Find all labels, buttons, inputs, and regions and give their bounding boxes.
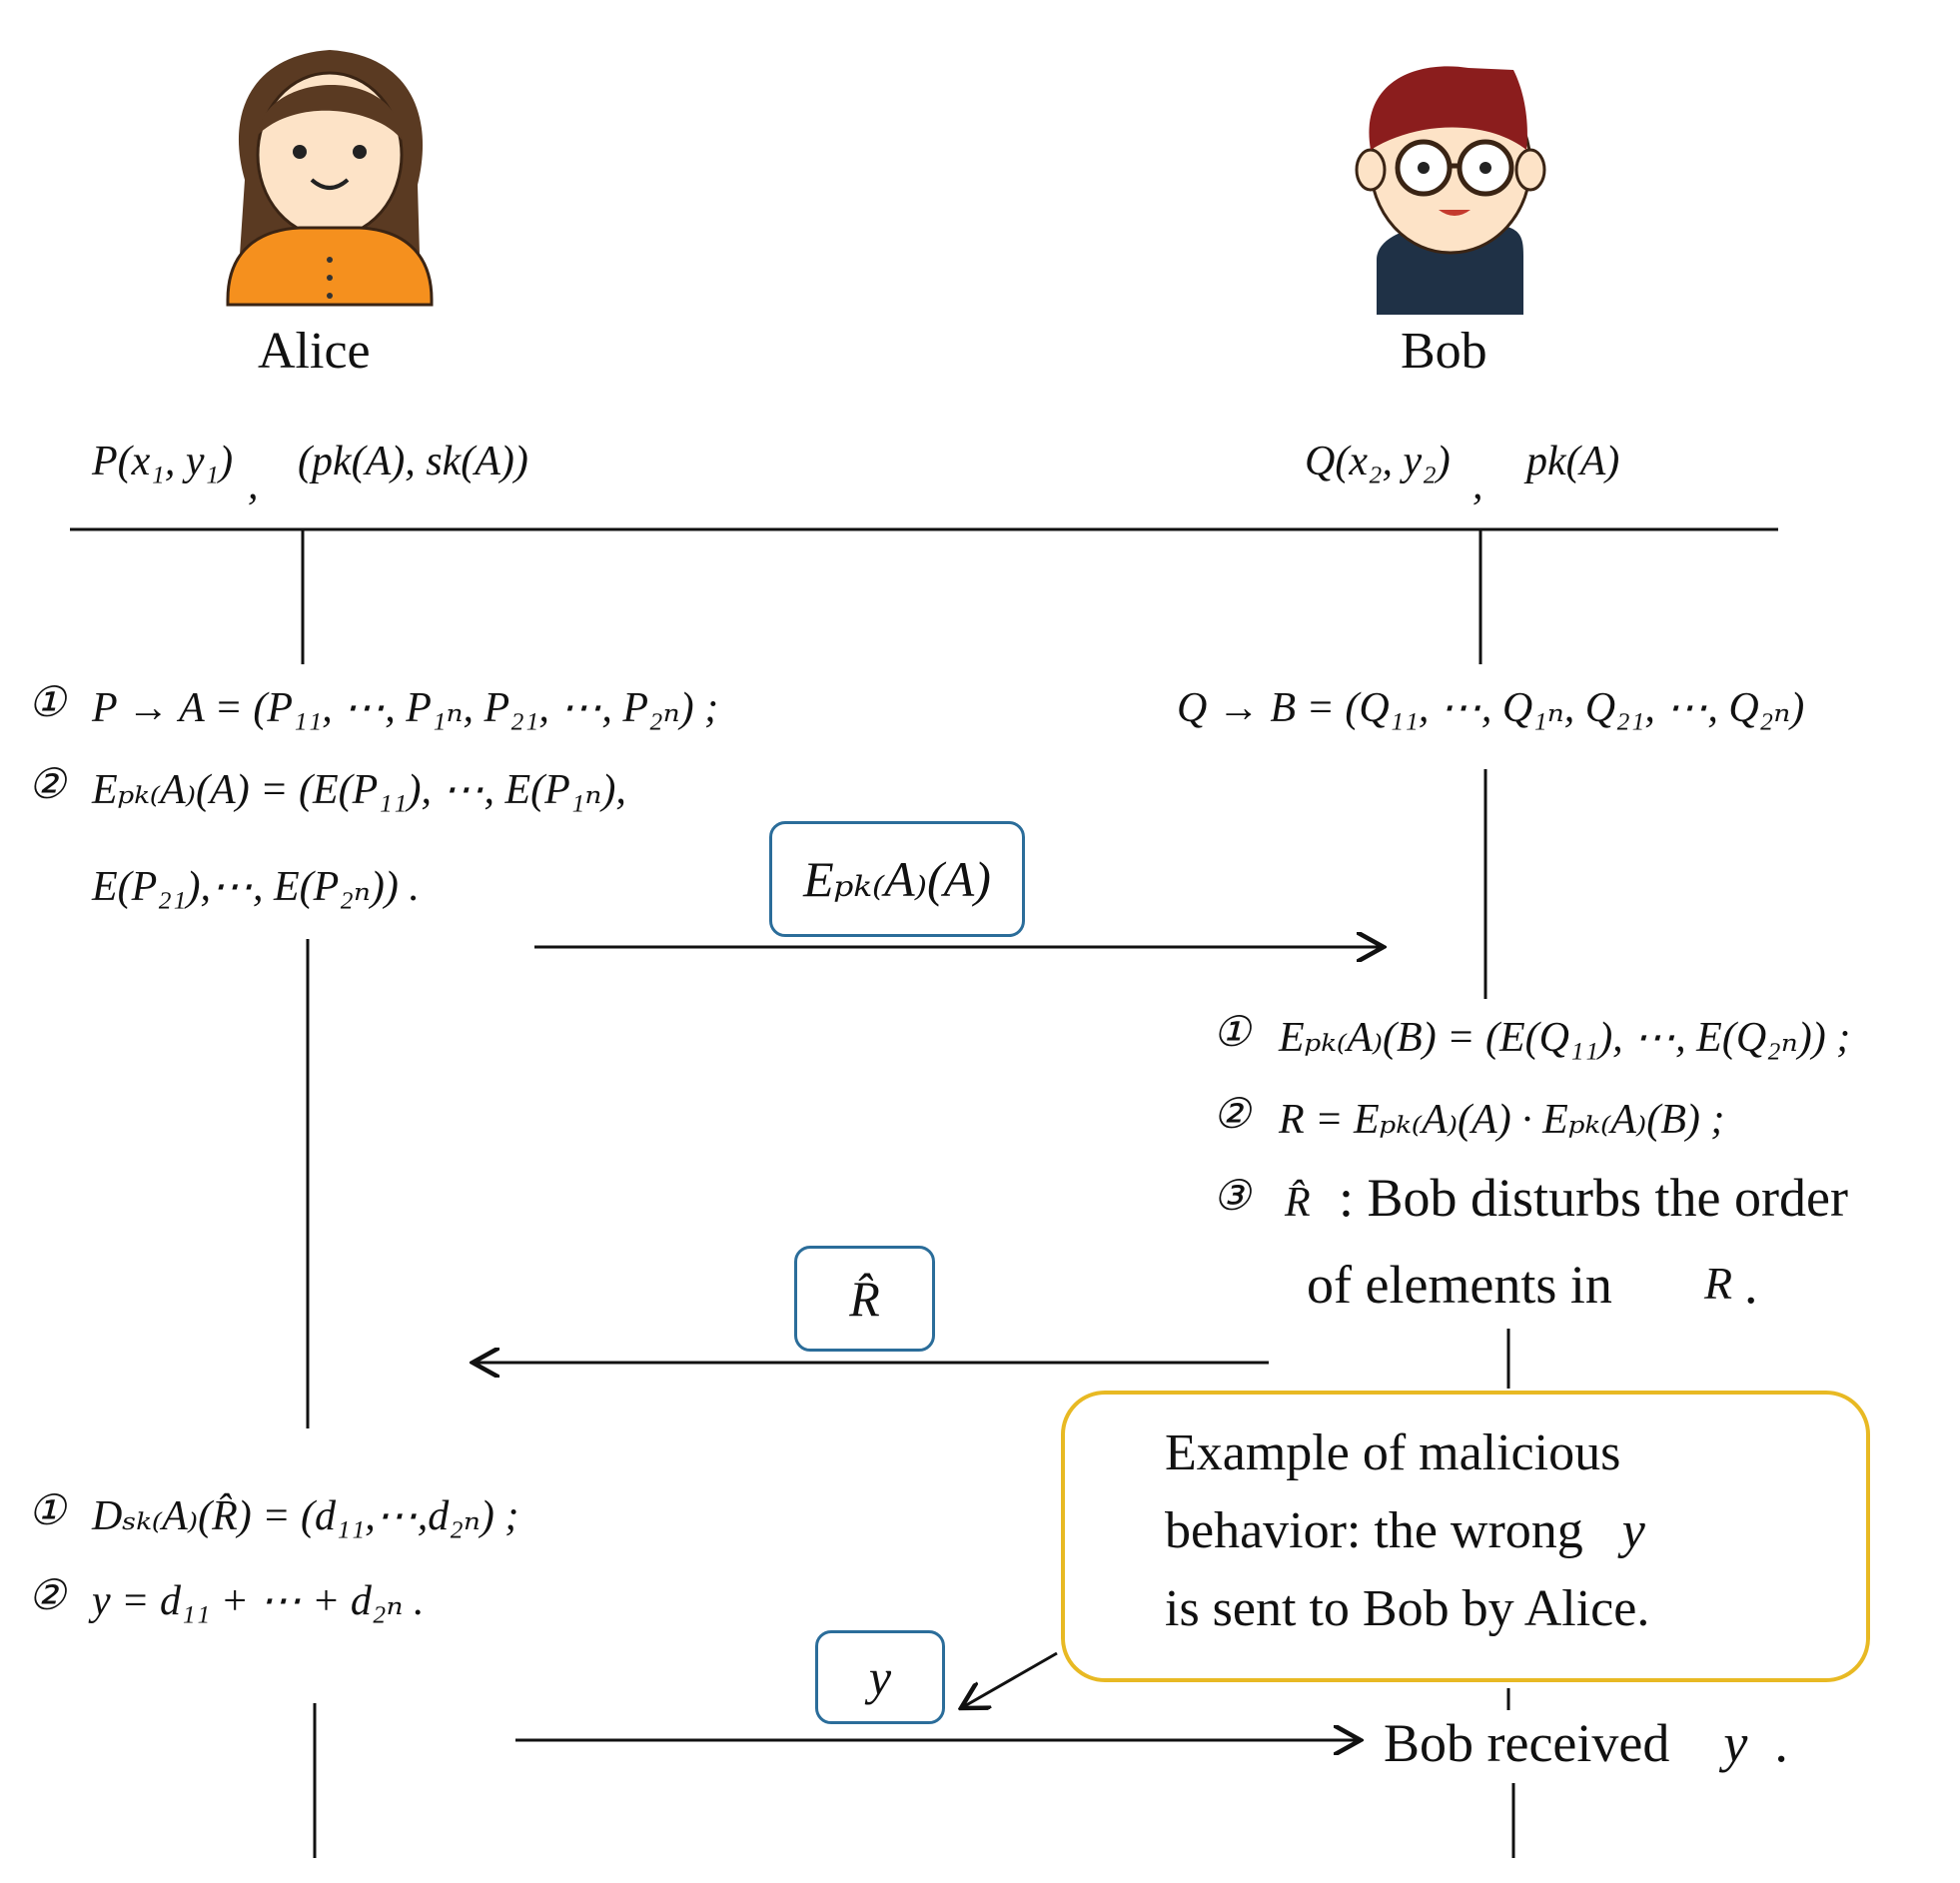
alice-avatar-icon <box>226 50 434 307</box>
bob-step1-number: ① <box>1213 1010 1251 1056</box>
callout-pointer <box>961 1651 1058 1708</box>
bob-received-y: y <box>1723 1713 1748 1773</box>
bob-step3-continued: of elements in <box>1307 1255 1612 1315</box>
message-box-encrypted-a: Eₚₖ₍A₎(A) <box>769 821 1025 937</box>
bob-lifeline <box>1478 529 1515 1858</box>
bob-step2: R = Eₚₖ₍A₎(A) · Eₚₖ₍A₎(B) ; <box>1279 1097 1725 1143</box>
bob-received-text: Bob received y . <box>1384 1713 1788 1773</box>
alice-sum-number: ② <box>28 1573 66 1619</box>
bob-step3-symbol: R̂ <box>1285 1180 1311 1226</box>
alice-step2b: E(P₂₁),⋯, E(P₂ₙ)) . <box>92 864 420 910</box>
alice-keys: (pk(A), sk(A)) <box>298 439 528 484</box>
bob-step3-number: ③ <box>1213 1174 1251 1220</box>
bob-sep: , <box>1472 463 1483 508</box>
alice-step1-number: ① <box>28 680 66 726</box>
alice-name: Alice <box>258 323 371 380</box>
bob-step0: Q → B = (Q₁₁, ⋯, Q₁ₙ, Q₂₁, ⋯, Q₂ₙ) <box>1177 685 1805 731</box>
alice-step1: P → A = (P₁₁, ⋯, P₁ₙ, P₂₁, ⋯, P₂ₙ) ; <box>92 685 719 731</box>
alice-decrypt-number: ① <box>28 1488 66 1534</box>
bob-step1: Eₚₖ₍A₎(B) = (E(Q₁₁), ⋯, E(Q₂ₙ)) ; <box>1279 1015 1851 1061</box>
malicious-behavior-callout: Example of malicious behavior: the wrong… <box>1061 1391 1870 1682</box>
message-box-y: y <box>815 1630 945 1724</box>
alice-lifeline <box>301 529 317 1858</box>
alice-decrypt-step: Dₛₖ₍A₎(R̂) = (d₁₁,⋯,d₂ₙ) ; <box>92 1493 519 1539</box>
alice-sep: , <box>248 463 259 508</box>
callout-y: y <box>1621 1502 1645 1559</box>
bob-step3-period: . <box>1744 1255 1758 1315</box>
bob-step3-text: : Bob disturbs the order <box>1339 1168 1848 1228</box>
bob-avatar-icon <box>1355 66 1546 315</box>
alice-step2a: Eₚₖ₍A₎(A) = (E(P₁₁), ⋯, E(P₁ₙ), <box>92 767 626 813</box>
alice-point: P(x₁, y₁) <box>92 439 234 484</box>
bob-point: Q(x₂, y₂) <box>1305 439 1451 484</box>
bob-key: pk(A) <box>1526 439 1620 484</box>
message-box-r-hat: R̂ <box>794 1246 935 1352</box>
alice-sum-step: y = d₁₁ + ⋯ + d₂ₙ . <box>92 1578 425 1624</box>
callout-line1: Example of malicious <box>1165 1424 1621 1481</box>
callout-line3: is sent to Bob by Alice. <box>1165 1580 1650 1637</box>
bob-name: Bob <box>1401 323 1487 380</box>
callout-line2: behavior: the wrong y <box>1165 1502 1645 1559</box>
bob-step3-r: R <box>1704 1258 1733 1309</box>
alice-step2-number: ② <box>28 762 66 808</box>
bob-step2-number: ② <box>1213 1092 1251 1138</box>
